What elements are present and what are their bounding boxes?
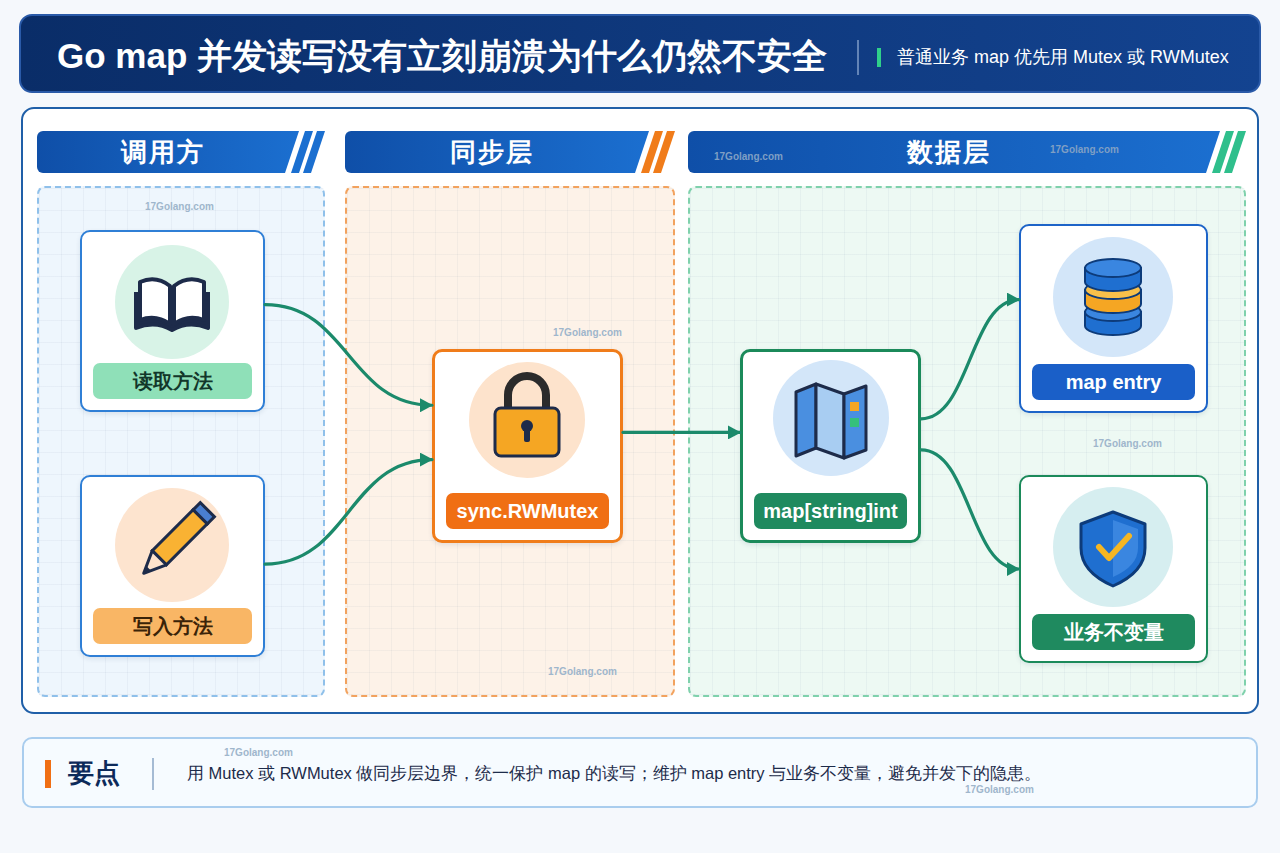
watermark: 17Golang.com (965, 784, 1034, 797)
title-banner (20, 15, 1260, 92)
summary-bar (45, 760, 51, 788)
column-header: 同步层 (345, 131, 649, 173)
icon-circle (469, 362, 585, 478)
component-card: 业务不变量 (1019, 475, 1208, 663)
pencil-icon (115, 488, 229, 602)
column-header: 调用方 (37, 131, 299, 173)
book-cover (136, 292, 208, 330)
watermark: 17Golang.com (714, 151, 783, 164)
flow-arrow (921, 450, 1019, 569)
main-panel (22, 108, 1258, 713)
map-marker (850, 402, 859, 411)
component-label: 读取方法 (93, 363, 252, 399)
component-label: sync.RWMutex (446, 493, 609, 529)
book-page (174, 279, 204, 324)
db-layer (1085, 281, 1141, 299)
shield-body (1081, 512, 1145, 586)
lock-body (495, 408, 559, 456)
subtitle-note: 普通业务 map 优先用 Mutex 或 RWMutex (897, 46, 1229, 69)
flow-arrow (623, 431, 740, 434)
map-panel (816, 384, 844, 458)
pencil-tip (137, 551, 167, 581)
stripe (653, 131, 675, 173)
icon-circle (1053, 487, 1173, 607)
icon-circle (773, 360, 889, 476)
database-icon (1053, 237, 1173, 357)
stripe (303, 131, 325, 173)
component-label: 写入方法 (93, 608, 252, 644)
column-panel: 同步层 sync.RWMutex (345, 131, 675, 697)
db-layer (1085, 268, 1141, 291)
icon-circle (1053, 237, 1173, 357)
lock-shackle (508, 376, 546, 410)
db-layer (1085, 259, 1141, 277)
component-label: map entry (1032, 364, 1195, 400)
lock-icon (469, 362, 585, 478)
stripe (1212, 131, 1234, 173)
pencil-body (152, 510, 207, 565)
summary-divider (152, 758, 154, 790)
summary-box: 要点 用 Mutex 或 RWMutex 做同步层边界，统一保护 map 的读写；… (22, 737, 1258, 808)
db-layer (1085, 290, 1141, 313)
watermark: 17Golang.com (145, 201, 214, 214)
pencil-lead (142, 566, 151, 575)
watermark: 17Golang.com (553, 327, 622, 340)
banner-divider (857, 40, 859, 75)
map-panel (796, 384, 816, 456)
map-icon (773, 360, 889, 476)
component-card: map entry (1019, 224, 1208, 413)
db-layer (1085, 312, 1141, 335)
component-card: map[string]int (740, 349, 921, 543)
check-mark (1099, 536, 1129, 558)
map-marker (850, 418, 859, 427)
flow-arrow (265, 460, 432, 565)
header-stripes (291, 131, 1246, 173)
stripe (641, 131, 663, 173)
watermark: 17Golang.com (224, 747, 293, 760)
column-panel: 调用方读取方法写入方法 (37, 131, 325, 697)
component-label: map[string]int (754, 493, 907, 529)
lock-keyhole (524, 428, 530, 442)
watermark: 17Golang.com (1050, 144, 1119, 157)
component-card: sync.RWMutex (432, 349, 623, 543)
summary-heading: 要点 (68, 755, 120, 791)
column-panel: 数据层map[string]intmap entry业务不变量 (688, 131, 1246, 697)
icon-circle (115, 245, 229, 359)
subtitle-bar (877, 48, 881, 67)
book-page (140, 279, 170, 324)
diagram-title: Go map 并发读写没有立刻崩溃为什么仍然不安全 (57, 33, 847, 79)
stripe (1224, 131, 1246, 173)
book-icon (115, 245, 229, 359)
component-card: 写入方法 (80, 475, 265, 657)
lock-keyhole (521, 420, 533, 432)
flow-arrow (265, 305, 432, 406)
watermark: 17Golang.com (1093, 438, 1162, 451)
shield-shade (1113, 520, 1138, 577)
component-label: 业务不变量 (1032, 614, 1195, 650)
summary-body: 用 Mutex 或 RWMutex 做同步层边界，统一保护 map 的读写；维护… (187, 762, 1247, 784)
flow-arrow (921, 300, 1019, 419)
component-card: 读取方法 (80, 230, 265, 412)
db-layer (1085, 303, 1141, 321)
map-panel (844, 386, 866, 458)
icon-circle (115, 488, 229, 602)
shield-icon (1053, 487, 1173, 607)
stripe (291, 131, 313, 173)
pencil-eraser (193, 503, 214, 524)
watermark: 17Golang.com (548, 666, 617, 679)
